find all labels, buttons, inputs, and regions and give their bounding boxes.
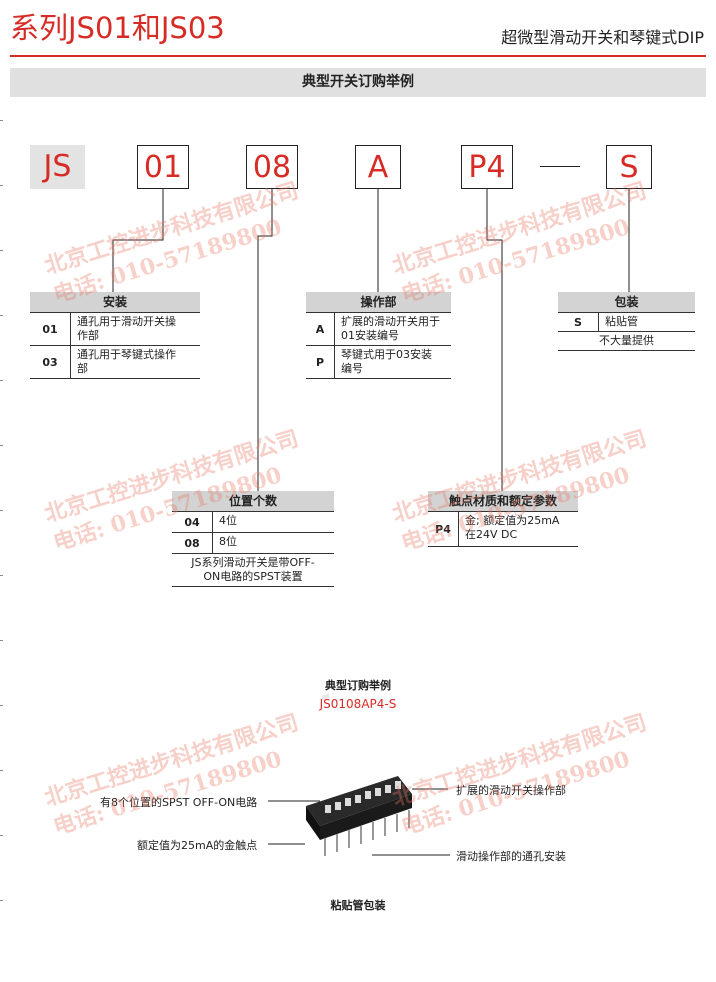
row-code: 08 [172, 533, 213, 553]
row-code: 03 [30, 346, 71, 378]
code-positions: 08 [246, 145, 298, 189]
example-title: 典型订购举例 [325, 679, 391, 692]
margin-tick [0, 185, 3, 186]
label-mounting: 滑动操作部的通孔安装 [456, 850, 566, 863]
section-banner: 典型开关订购举例 [10, 68, 706, 97]
contact-table: 触点材质和额定参数 P4 金; 额定值为25mA在24V DC [428, 491, 578, 547]
row-desc: 琴键式用于03安装编号 [341, 348, 432, 375]
operation-table: 操作部 A 扩展的滑动开关用于01安装编号 P 琴键式用于03安装编号 [306, 292, 451, 379]
contact-table-title: 触点材质和额定参数 [428, 491, 578, 511]
table-row: P4 金; 额定值为25mA在24V DC [428, 511, 578, 547]
row-desc: 通孔用于琴键式操作部 [77, 348, 176, 375]
table-row: S 粘贴管 [558, 312, 695, 332]
code-operation: A [355, 145, 401, 189]
row-code: 04 [172, 512, 213, 532]
row-code: P4 [428, 512, 459, 546]
row-desc: 金; 额定值为25mA在24V DC [465, 514, 560, 541]
table-row: 03 通孔用于琴键式操作部 [30, 346, 200, 379]
code-install: 01 [137, 145, 189, 189]
packaging-label: 粘贴管包装 [330, 899, 386, 912]
row-code: A [306, 313, 335, 345]
page-title: 系列JS01和JS03 [10, 11, 225, 45]
margin-tick [0, 705, 3, 706]
row-desc: 4位 [219, 514, 237, 527]
positions-table-title: 位置个数 [172, 491, 334, 511]
row-desc: 粘贴管 [605, 315, 638, 328]
packaging-note: 不大量提供 [558, 332, 695, 351]
operation-table-title: 操作部 [306, 292, 451, 312]
code-dash [540, 166, 580, 167]
positions-table: 位置个数 04 4位 08 8位 JS系列滑动开关是带OFF-ON电路的SPST… [172, 491, 334, 587]
code-contact: P4 [461, 145, 513, 189]
margin-tick [0, 315, 3, 316]
packaging-table: 包装 S 粘贴管 不大量提供 [558, 292, 695, 351]
row-desc: 8位 [219, 535, 237, 548]
margin-tick [0, 380, 3, 381]
code-series: JS [30, 145, 85, 189]
table-row: 01 通孔用于滑动开关操作部 [30, 312, 200, 346]
page-subtitle: 超微型滑动开关和琴键式DIP [501, 28, 704, 47]
table-row: 04 4位 [172, 511, 334, 533]
example-code: JS0108AP4-S [319, 697, 397, 711]
header-divider [10, 55, 706, 57]
code-packaging: S [606, 145, 652, 189]
label-circuit: 有8个位置的SPST OFF-ON电路 [100, 796, 258, 809]
margin-tick [0, 250, 3, 251]
install-table-title: 安装 [30, 292, 200, 312]
margin-tick [0, 900, 3, 901]
row-code: 01 [30, 313, 71, 345]
row-code: P [306, 346, 335, 378]
label-actuator: 扩展的滑动开关操作部 [456, 784, 566, 797]
row-code: S [558, 313, 599, 331]
install-table: 安装 01 通孔用于滑动开关操作部 03 通孔用于琴键式操作部 [30, 292, 200, 379]
table-row: P 琴键式用于03安装编号 [306, 346, 451, 379]
margin-tick [0, 510, 3, 511]
margin-tick [0, 575, 3, 576]
margin-tick [0, 445, 3, 446]
margin-tick [0, 835, 3, 836]
dip-switch-illustration [306, 693, 412, 856]
table-row: 08 8位 [172, 533, 334, 554]
row-desc: 扩展的滑动开关用于01安装编号 [341, 315, 440, 342]
label-contact: 额定值为25mA的金触点 [137, 839, 258, 852]
row-desc: 通孔用于滑动开关操作部 [77, 315, 176, 342]
table-row: A 扩展的滑动开关用于01安装编号 [306, 312, 451, 346]
margin-tick [0, 640, 3, 641]
positions-note: JS系列滑动开关是带OFF-ON电路的SPST装置 [172, 554, 334, 587]
margin-tick [0, 120, 3, 121]
packaging-table-title: 包装 [558, 292, 695, 312]
margin-tick [0, 770, 3, 771]
